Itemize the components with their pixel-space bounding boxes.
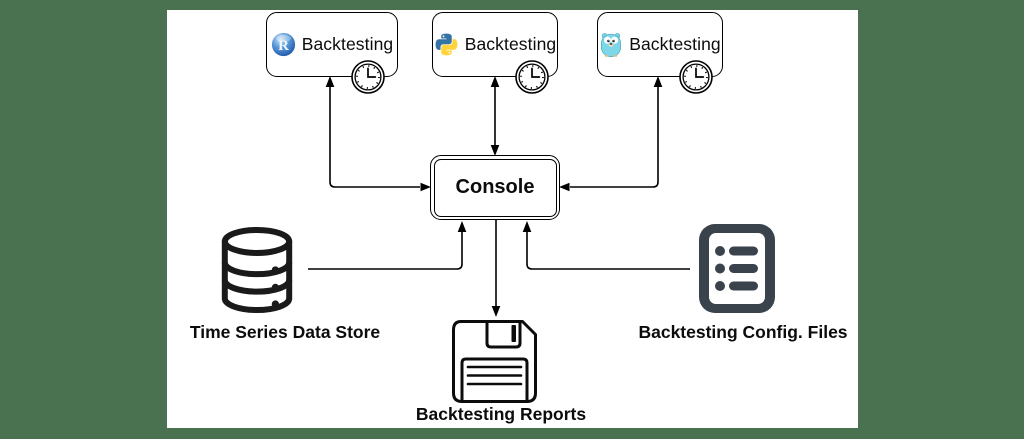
config-files-icon: [697, 222, 777, 320]
clock-icon: [678, 59, 714, 95]
reports-label: Backtesting Reports: [415, 404, 587, 424]
clock-icon: [514, 59, 550, 95]
database-icon: [211, 222, 303, 323]
console-inner-border: Console: [433, 158, 557, 217]
console-label: Console: [455, 176, 535, 198]
edge-config-console: [526, 232, 690, 270]
floppy-disk-icon: [452, 320, 537, 408]
r-language-icon: R: [271, 32, 296, 57]
edge-datastore-console: [308, 232, 463, 270]
node-label: Backtesting: [464, 34, 557, 54]
node-console: Console: [430, 155, 560, 220]
svg-text:R: R: [278, 38, 289, 54]
connector-arrows: [308, 76, 690, 317]
node-label: Backtesting: [629, 34, 721, 54]
go-gopher-icon: [599, 32, 623, 58]
data-store-label: Time Series Data Store: [189, 322, 381, 342]
clock-icon: [350, 59, 386, 95]
node-label: Backtesting: [301, 34, 394, 54]
node-backtesting-r: R Backtesting: [266, 12, 398, 77]
python-icon: [434, 32, 459, 57]
config-files-label: Backtesting Config. Files: [638, 322, 848, 342]
diagram-canvas: R Backtesting Backtesting: [167, 10, 858, 428]
edge-r-console: [329, 87, 420, 188]
arrowheads: [325, 76, 663, 317]
edge-go-console: [570, 87, 659, 188]
